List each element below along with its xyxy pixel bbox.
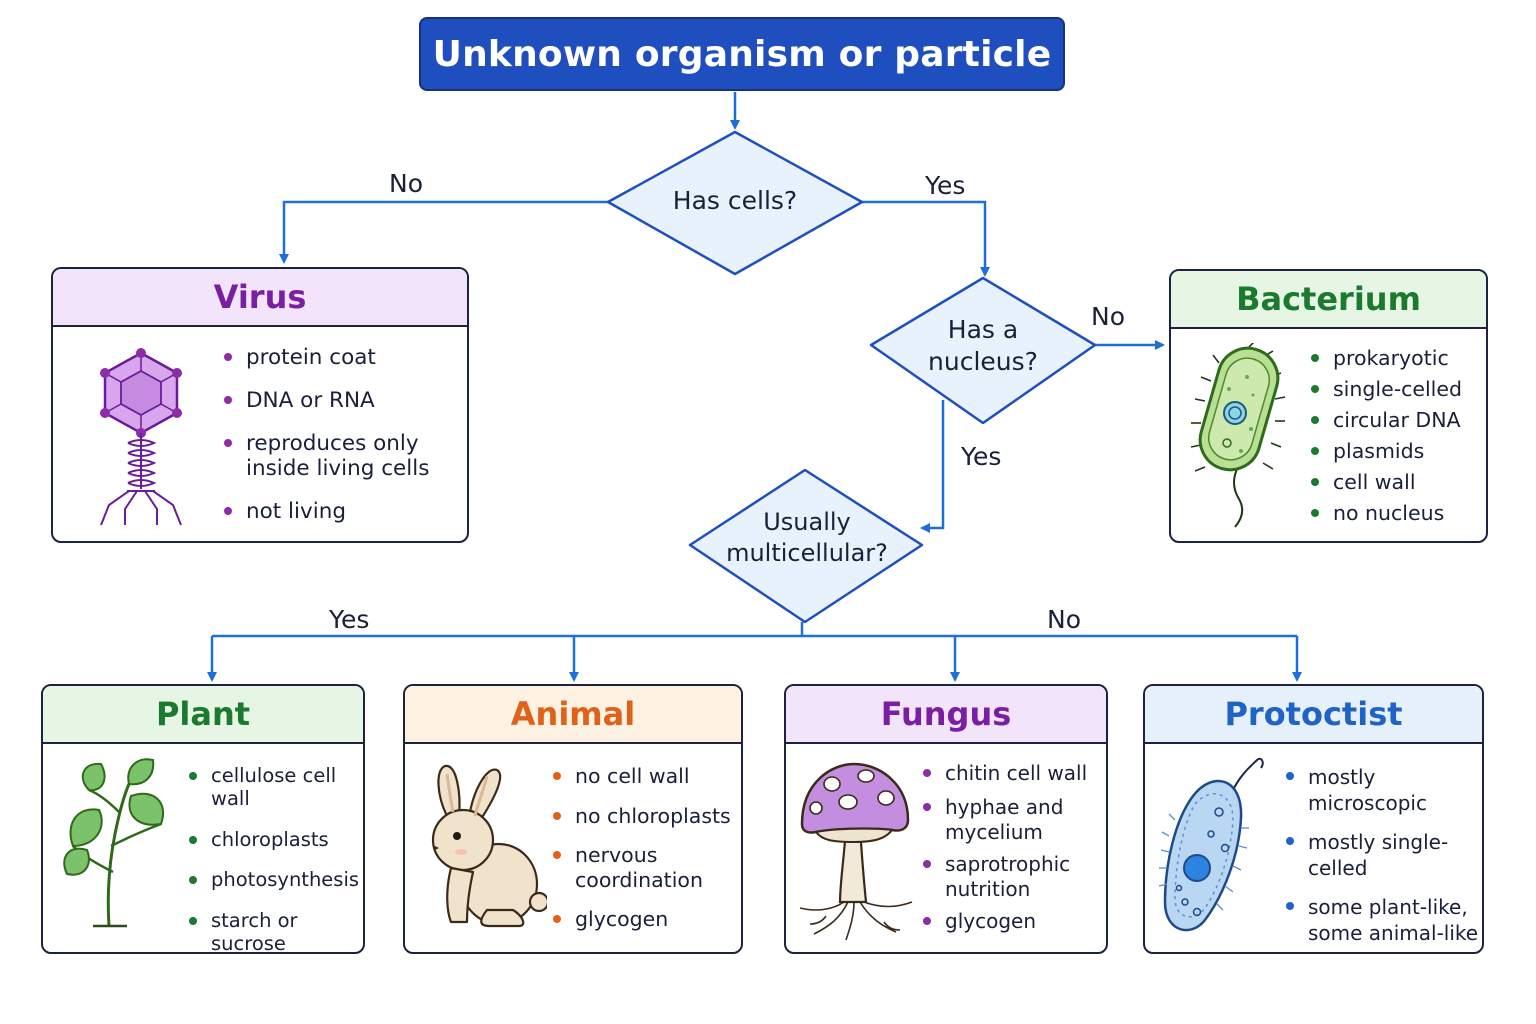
question-has-nucleus: Has a nucleus?	[893, 310, 1073, 382]
feature-item: starch or sucrose	[189, 909, 363, 952]
feature-item: not living	[224, 499, 464, 525]
start-node-title: Unknown organism or particle	[419, 17, 1065, 91]
feature-item: prokaryotic	[1311, 346, 1486, 371]
edge-label-cells-no: No	[389, 169, 423, 198]
bacterium-features: prokaryotic single-celled circular DNA p…	[1311, 346, 1486, 526]
feature-item: saprotrophic nutrition	[923, 852, 1075, 901]
arrow-nucleus-yes-to-multicellular	[920, 400, 945, 533]
feature-item: no chloroplasts	[553, 804, 739, 829]
rabbit-icon	[431, 764, 547, 928]
card-animal: Animal no cell wall no chloroplasts nerv…	[403, 684, 743, 954]
plant-seedling-icon	[63, 758, 164, 928]
question-has-cells: Has cells?	[635, 178, 835, 224]
feature-item: protein coat	[224, 345, 464, 371]
feature-item: no nucleus	[1311, 501, 1486, 526]
feature-item: circular DNA	[1311, 408, 1486, 433]
feature-item: reproduces only inside living cells	[224, 431, 451, 483]
feature-item: some plant-like, some animal-like	[1286, 894, 1480, 946]
feature-item: DNA or RNA	[224, 388, 464, 414]
edge-label-cells-yes: Yes	[925, 171, 966, 200]
feature-item: chitin cell wall	[923, 761, 1106, 785]
edge-label-nucleus-yes: Yes	[961, 442, 1002, 471]
mushroom-icon	[799, 762, 913, 941]
feature-item: chloroplasts	[189, 828, 363, 851]
question-multicellular-line1: Usually	[763, 508, 851, 537]
feature-item: photosynthesis	[189, 868, 363, 891]
fungus-features: chitin cell wall hyphae and mycelium sap…	[923, 761, 1106, 933]
feature-item: no cell wall	[553, 764, 739, 789]
question-has-nucleus-line2: nucleus?	[928, 347, 1038, 376]
virus-bacteriophage-icon	[100, 348, 182, 526]
arrow-cells-yes-to-nucleus	[862, 200, 990, 277]
diamond-has-cells	[606, 130, 864, 276]
diamond-has-nucleus	[869, 276, 1097, 425]
feature-item: hyphae and mycelium	[923, 795, 1075, 844]
card-plant: Plant cellulose cell wall chloroplasts p…	[41, 684, 365, 954]
card-animal-title: Animal	[405, 686, 741, 744]
feature-item: mostly microscopic	[1286, 764, 1482, 816]
card-fungus: Fungus chitin cell wall hyphae and mycel…	[784, 684, 1108, 954]
feature-item: nervous coordination	[553, 843, 705, 892]
edge-label-nucleus-no: No	[1091, 302, 1125, 331]
feature-item: cellulose cell wall	[189, 764, 363, 811]
title-text: Unknown organism or particle	[432, 33, 1052, 75]
plant-features: cellulose cell wall chloroplasts photosy…	[189, 764, 363, 952]
question-has-cells-text: Has cells?	[672, 186, 798, 215]
feature-item: plasmids	[1311, 439, 1486, 464]
feature-item: mostly single-celled	[1286, 829, 1482, 881]
question-multicellular-line2: multicellular?	[726, 539, 888, 567]
feature-item: glycogen	[923, 909, 1106, 933]
feature-item: cell wall	[1311, 470, 1486, 495]
protoctist-features: mostly microscopic mostly single-celled …	[1286, 764, 1482, 952]
virus-features: protein coat DNA or RNA reproduces only …	[224, 345, 464, 525]
animal-features: no cell wall no chloroplasts nervous coo…	[553, 764, 739, 932]
card-bacterium-title: Bacterium	[1171, 271, 1486, 329]
edge-label-multi-no: No	[1047, 605, 1081, 634]
question-multicellular: Usually multicellular?	[712, 505, 902, 571]
card-protoctist-title: Protoctist	[1145, 686, 1482, 744]
arrow-cells-no-to-virus	[279, 200, 608, 264]
card-fungus-title: Fungus	[786, 686, 1106, 744]
protoctist-cell-icon	[1158, 757, 1264, 932]
feature-item: glycogen	[553, 907, 739, 932]
bacterium-cell-icon	[1190, 343, 1286, 528]
feature-item: single-celled	[1311, 377, 1486, 402]
card-protoctist: Protoctist mostly microscopic mostly sin…	[1143, 684, 1484, 954]
card-virus: Virus protein coat DNA or RNA reproduces…	[51, 267, 469, 543]
card-virus-title: Virus	[53, 269, 467, 327]
question-has-nucleus-line1: Has a	[947, 315, 1019, 344]
card-bacterium: Bacterium prokaryotic single-celled circ…	[1169, 269, 1488, 543]
diamond-multicellular	[688, 468, 924, 624]
edge-label-multi-yes: Yes	[329, 605, 370, 634]
card-plant-title: Plant	[43, 686, 363, 744]
